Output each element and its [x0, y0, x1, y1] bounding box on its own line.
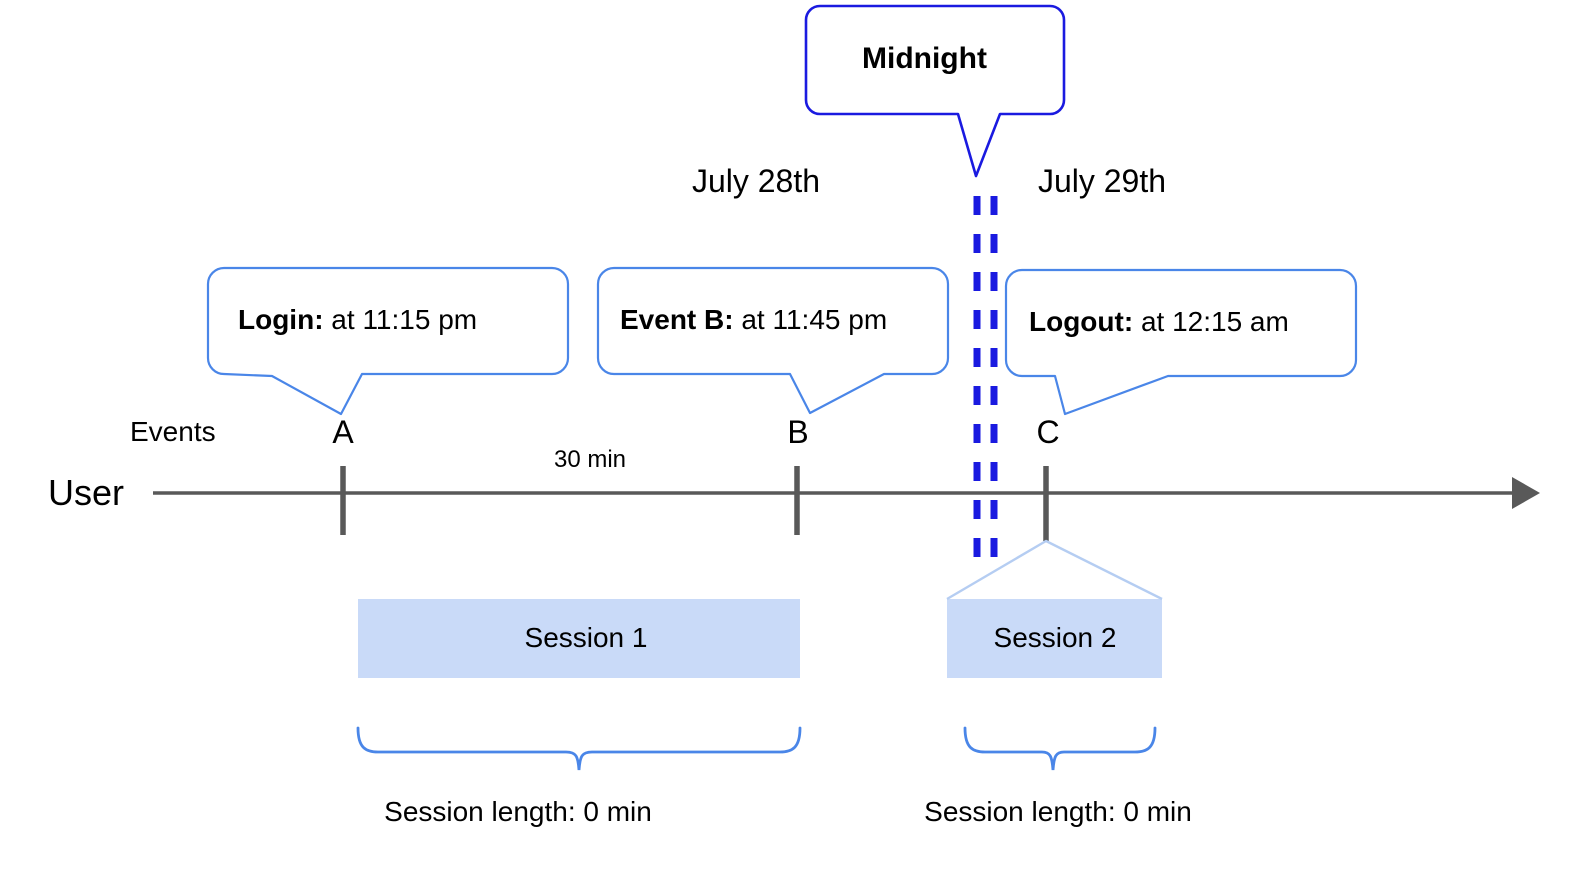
midnight-callout-shape: [804, 4, 1066, 178]
login-callout-shape: [206, 266, 570, 416]
session-1-length-label: Session length: 0 min: [384, 796, 652, 827]
login-callout-text: Login: at 11:15 pm: [238, 306, 477, 334]
session-1-box: [358, 599, 800, 678]
event-letter-c: C: [1036, 414, 1060, 450]
event-letter-b: B: [787, 414, 809, 450]
gap-duration-label: 30 min: [553, 446, 627, 473]
user-row-label: User: [48, 472, 125, 513]
timeline-axis: [153, 477, 1540, 509]
logout-callout-shape: [1004, 268, 1358, 416]
logout-callout-text: Logout: at 12:15 am: [1029, 308, 1289, 336]
eventb-callout-text: Event B: at 11:45 pm: [620, 306, 887, 334]
session-2-length-label: Session length: 0 min: [924, 796, 1192, 827]
eventb-callout-shape: [596, 266, 950, 415]
date-label-july-29: July 29th: [1037, 163, 1167, 199]
logout-callout-rest: at 12:15 am: [1133, 306, 1289, 337]
event-letter-a: A: [332, 414, 354, 450]
session-1-brace: [356, 726, 802, 771]
login-callout-bold: Login:: [238, 304, 324, 335]
events-row-label: Events: [130, 416, 216, 447]
eventb-callout-bold: Event B:: [620, 304, 734, 335]
date-label-july-28: July 28th: [691, 163, 821, 199]
midnight-divider-icon: [973, 196, 998, 572]
session-2-label: Session 2: [993, 622, 1117, 653]
midnight-label: Midnight: [862, 42, 987, 75]
login-callout-rest: at 11:15 pm: [323, 304, 478, 335]
logout-callout-bold: Logout:: [1029, 306, 1134, 337]
arrow-right-icon: [1512, 477, 1540, 509]
session-2-brace: [963, 726, 1157, 771]
eventb-callout-rest: at 11:45 pm: [733, 304, 888, 335]
session-2-box: [946, 539, 1163, 678]
session-1-label: Session 1: [524, 622, 648, 653]
